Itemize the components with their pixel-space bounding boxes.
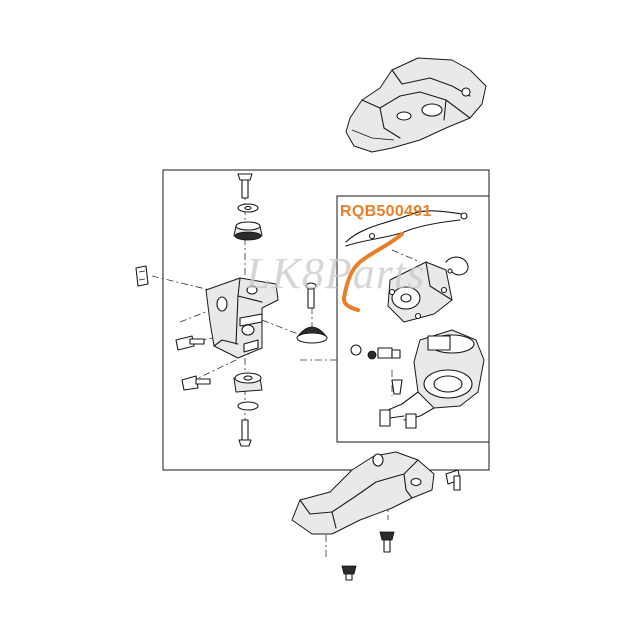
part-number-label: RQB500491	[340, 203, 432, 220]
valve-fittings	[350, 344, 403, 395]
watermark: LK8Parts	[246, 249, 426, 298]
retaining-strap	[345, 210, 468, 247]
clip-nut	[135, 265, 149, 287]
lower-bolts	[341, 469, 461, 581]
lower-mount-stack	[233, 372, 263, 447]
highlighted-air-hose	[341, 232, 404, 312]
bracket-bolts	[175, 313, 263, 391]
compressor-kit-frame	[336, 195, 490, 443]
upper-mount-stack	[233, 173, 263, 241]
compressor-top-cover	[345, 57, 487, 153]
compressor-head	[387, 261, 453, 323]
compressor-motor-assembly	[379, 329, 485, 429]
compressor-lower-bracket	[291, 451, 435, 535]
side-bolt	[305, 282, 317, 309]
snap-ring	[445, 256, 469, 276]
rubber-grommet	[296, 326, 328, 344]
